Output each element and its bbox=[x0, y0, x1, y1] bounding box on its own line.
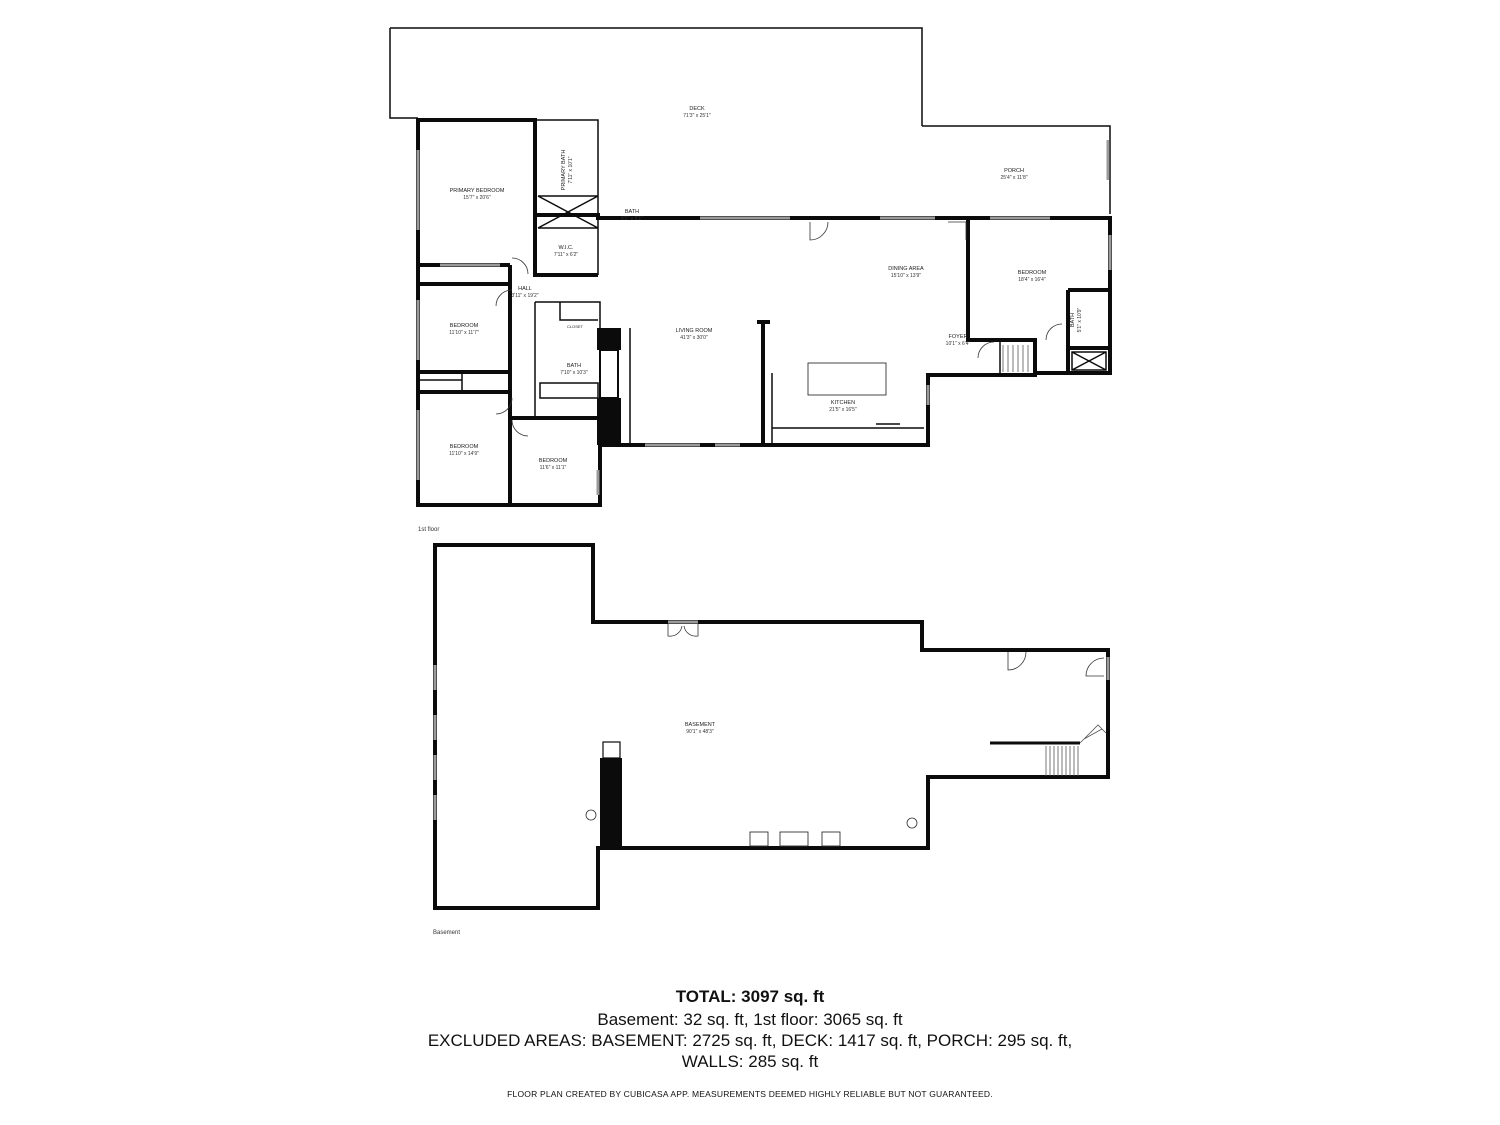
basement-labels: BASEMENT 90'1" x 48'3" Basement bbox=[433, 722, 716, 936]
room-dims: 11'10" x 14'9" bbox=[449, 451, 479, 457]
room-dims: 15'10" x 13'9" bbox=[891, 273, 921, 279]
disclaimer: FLOOR PLAN CREATED BY CUBICASA APP. MEAS… bbox=[507, 1089, 993, 1099]
room-dims: 71'3" x 25'1" bbox=[683, 113, 711, 119]
room-dims: 10'1" x 6'4" bbox=[946, 341, 971, 347]
room-dims: 11'10" x 11'7" bbox=[449, 330, 479, 336]
floor-label: Basement bbox=[433, 930, 460, 936]
room-dims: 41'3" x 30'0" bbox=[680, 335, 708, 341]
room-dims: 7'10" x 10'3" bbox=[560, 370, 588, 376]
room-label: CLOSET bbox=[567, 324, 584, 329]
room-label: DINING AREA bbox=[888, 266, 924, 272]
room-label: BASEMENT bbox=[685, 722, 716, 728]
room-label: W.I.C. bbox=[559, 245, 574, 251]
excluded-areas: EXCLUDED AREAS: BASEMENT: 2725 sq. ft, D… bbox=[427, 1031, 1073, 1050]
room-dims: 18'4" x 16'4" bbox=[1018, 277, 1046, 283]
room-label: LIVING ROOM bbox=[676, 328, 713, 334]
basement-plan bbox=[433, 543, 1110, 910]
room-dims: 7'11" x 6'2" bbox=[554, 252, 578, 258]
room-label: PORCH bbox=[1004, 168, 1024, 174]
walls-area: WALLS: 285 sq. ft bbox=[681, 1052, 819, 1071]
room-label: BEDROOM bbox=[450, 444, 479, 450]
room-label: HALL bbox=[518, 286, 532, 292]
room-dims: 6'0" x 5'1" bbox=[621, 216, 643, 222]
total-area: TOTAL: 3097 sq. ft bbox=[675, 987, 825, 1006]
first-floor-plan bbox=[389, 27, 1112, 507]
room-label: BATH bbox=[1070, 313, 1076, 327]
floor-areas: Basement: 32 sq. ft, 1st floor: 3065 sq.… bbox=[597, 1010, 903, 1029]
room-dims: 3'11" x 19'2" bbox=[511, 293, 538, 299]
room-label: KITCHEN bbox=[831, 400, 855, 406]
room-label: BEDROOM bbox=[539, 458, 568, 464]
room-label: BEDROOM bbox=[1018, 270, 1047, 276]
room-dims: 90'1" x 48'3" bbox=[686, 729, 714, 735]
room-label: BATH bbox=[625, 209, 639, 215]
room-dims: 11'6" x 11'1" bbox=[540, 465, 567, 471]
room-label: PRIMARY BATH bbox=[561, 150, 567, 191]
room-dims: 5'1" x 10'9" bbox=[1077, 307, 1083, 332]
room-dims: 7'11" x 10'1" bbox=[568, 156, 574, 183]
first-floor-labels: DECK 71'3" x 25'1" PORCH 25'4" x 11'8" P… bbox=[418, 106, 1083, 533]
floor-label: 1st floor bbox=[418, 527, 439, 533]
floor-plan-drawing: DECK 71'3" x 25'1" PORCH 25'4" x 11'8" P… bbox=[389, 27, 1112, 936]
room-dims: 25'4" x 11'8" bbox=[1000, 175, 1027, 181]
room-label: BEDROOM bbox=[450, 323, 479, 329]
room-label: BATH bbox=[567, 363, 581, 369]
room-label: PRIMARY BEDROOM bbox=[450, 188, 505, 194]
room-dims: 15'7" x 20'6" bbox=[463, 195, 491, 201]
room-dims: 21'5" x 16'5" bbox=[829, 407, 857, 413]
room-label: FOYER bbox=[949, 334, 968, 340]
room-label: DECK bbox=[689, 106, 705, 112]
